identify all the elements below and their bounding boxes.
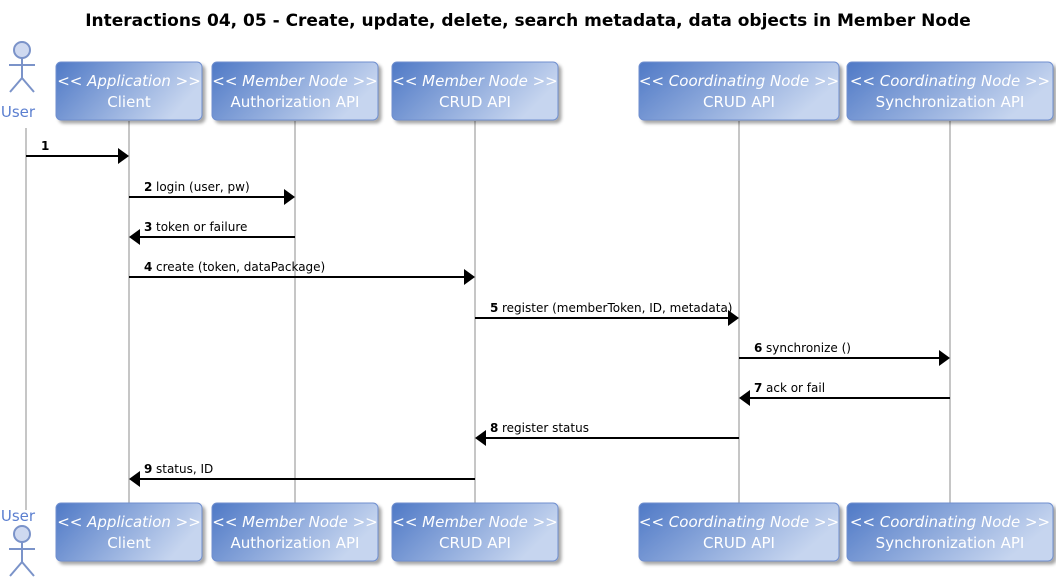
arrowhead-icon	[129, 229, 140, 245]
actor-label: User	[1, 103, 36, 121]
diagram-title: Interactions 04, 05 - Create, update, de…	[85, 11, 971, 31]
participant-name: CRUD API	[703, 93, 775, 111]
participant-name: Client	[107, 93, 151, 111]
participant-stereotype: << Application >>	[57, 513, 201, 531]
actor-user-bottom: User	[1, 507, 36, 577]
user-icon	[9, 41, 35, 93]
participant-name: CRUD API	[439, 534, 511, 552]
message-3: 3 token or failure	[129, 220, 295, 245]
message-number: 3	[144, 220, 152, 234]
arrowhead-icon	[939, 350, 950, 366]
participant-box	[55, 61, 203, 121]
participant-footer-3: << Member Node >> CRUD API	[391, 502, 559, 562]
message-label: register (memberToken, ID, metadata)	[502, 301, 733, 315]
participant-header-4: << Coordinating Node >> CRUD API	[638, 61, 840, 121]
message-4: 4 create (token, dataPackage)	[129, 260, 475, 285]
message-label: synchronize ()	[766, 341, 851, 355]
participant-footer-4: << Coordinating Node >> CRUD API	[638, 502, 840, 562]
message-number: 2	[144, 180, 152, 194]
arrowhead-icon	[464, 269, 475, 285]
actor-user-top: User	[1, 41, 36, 121]
actor-label: User	[1, 507, 36, 525]
participant-name: Authorization API	[231, 534, 360, 552]
message-number: 1	[41, 139, 49, 153]
participant-name: CRUD API	[703, 534, 775, 552]
participant-stereotype: << Member Node >>	[392, 72, 557, 90]
participant-stereotype: << Coordinating Node >>	[850, 513, 1050, 531]
participant-header-1: << Application >> Client	[55, 61, 203, 121]
message-number: 5	[490, 301, 498, 315]
arrowhead-icon	[739, 390, 750, 406]
arrowhead-icon	[475, 430, 486, 446]
lifelines	[25, 121, 951, 510]
message-number: 7	[754, 381, 762, 395]
message-label: register status	[502, 421, 589, 435]
participant-footer-2: << Member Node >> Authorization API	[211, 502, 379, 562]
participant-footers: << Application >> Client << Member Node >>…	[55, 502, 1054, 562]
message-7: 7 ack or fail	[739, 381, 950, 406]
participant-box	[846, 61, 1054, 121]
message-1: 1	[26, 139, 129, 164]
participant-name: Synchronization API	[876, 534, 1025, 552]
participant-headers: << Application >> Client << Member Node >>…	[55, 61, 1054, 121]
participant-name: Authorization API	[231, 93, 360, 111]
participant-box	[55, 502, 203, 562]
message-label: token or failure	[156, 220, 247, 234]
message-label: login (user, pw)	[156, 180, 250, 194]
participant-name: Synchronization API	[876, 93, 1025, 111]
participant-header-5: << Coordinating Node >> Synchronization A…	[846, 61, 1054, 121]
participant-stereotype: << Coordinating Node >>	[639, 72, 839, 90]
message-number: 4	[144, 260, 152, 274]
participant-stereotype: << Member Node >>	[212, 513, 377, 531]
message-label: status, ID	[156, 462, 213, 476]
participant-box	[391, 502, 559, 562]
message-2: 2 login (user, pw)	[129, 180, 295, 205]
participant-stereotype: << Application >>	[57, 72, 201, 90]
participant-footer-5: << Coordinating Node >> Synchronization A…	[846, 502, 1054, 562]
participant-stereotype: << Member Node >>	[392, 513, 557, 531]
participant-header-2: << Member Node >> Authorization API	[211, 61, 379, 121]
message-label: create (token, dataPackage)	[156, 260, 325, 274]
participant-name: CRUD API	[439, 93, 511, 111]
message-9: 9 status, ID	[129, 462, 475, 487]
message-8: 8 register status	[475, 421, 739, 446]
arrowhead-icon	[728, 310, 739, 326]
message-6: 6 synchronize ()	[739, 341, 950, 366]
message-number: 9	[144, 462, 152, 476]
participant-box	[391, 61, 559, 121]
message-number: 6	[754, 341, 762, 355]
participant-box	[211, 502, 379, 562]
message-5: 5 register (memberToken, ID, metadata)	[475, 301, 739, 326]
arrowhead-icon	[129, 471, 140, 487]
message-label: ack or fail	[766, 381, 825, 395]
arrowhead-icon	[118, 148, 129, 164]
participant-box	[638, 61, 840, 121]
messages: 1 2 login (user, pw) 3 token or failure 4 crea…	[26, 139, 950, 487]
participant-footer-1: << Application >> Client	[55, 502, 203, 562]
message-number: 8	[490, 421, 498, 435]
participant-stereotype: << Coordinating Node >>	[639, 513, 839, 531]
participant-name: Client	[107, 534, 151, 552]
participant-header-3: << Member Node >> CRUD API	[391, 61, 559, 121]
participant-box	[846, 502, 1054, 562]
participant-box	[638, 502, 840, 562]
participant-box	[211, 61, 379, 121]
participant-stereotype: << Coordinating Node >>	[850, 72, 1050, 90]
user-icon	[9, 525, 35, 577]
participant-stereotype: << Member Node >>	[212, 72, 377, 90]
arrowhead-icon	[284, 189, 295, 205]
